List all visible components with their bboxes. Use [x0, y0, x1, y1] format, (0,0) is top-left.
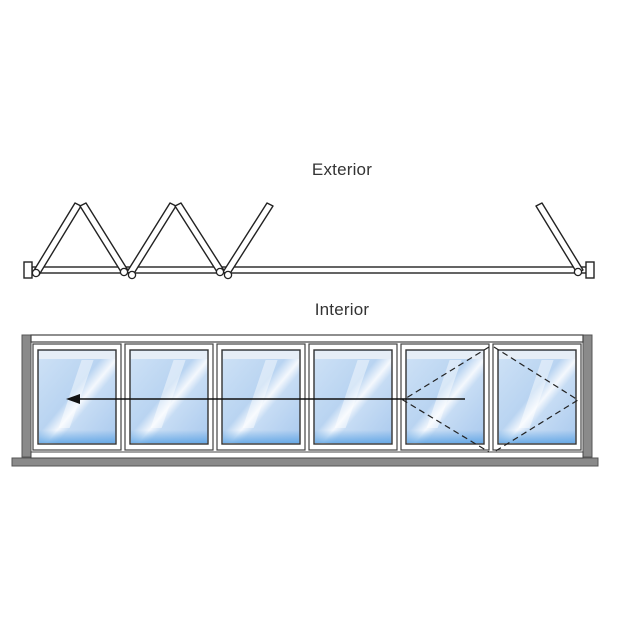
exterior-label: Exterior [311, 160, 373, 179]
exterior-plan [23, 202, 595, 280]
hinge [31, 268, 41, 278]
interior-elevation [11, 334, 599, 467]
glass-pane [497, 349, 577, 445]
sill [11, 457, 599, 467]
glass-bottom-band [499, 430, 575, 443]
glass-top-strip [223, 351, 299, 359]
glass-glare [58, 360, 94, 428]
glass-pane [129, 349, 209, 445]
panels-group [32, 343, 582, 451]
right-jamb [585, 261, 595, 279]
hinge [215, 267, 225, 277]
folded-panel-2 [79, 202, 130, 276]
door-panel-6 [492, 343, 582, 451]
glass-top-strip [407, 351, 483, 359]
track-rail [31, 266, 589, 274]
folded-panel-3 [126, 202, 177, 276]
glass-bottom-band [315, 430, 391, 443]
folded-panel-4 [174, 202, 226, 276]
swing-indicator-6 [493, 346, 580, 453]
glass-top-strip [315, 351, 391, 359]
glass-glare [518, 360, 554, 428]
hinge [119, 267, 129, 277]
glass-glare [426, 360, 462, 428]
interior-label: Interior [314, 300, 370, 319]
swing-indicator-5 [401, 346, 490, 453]
glass-pane [405, 349, 485, 445]
door-panel-3 [216, 343, 306, 451]
glass-top-strip [131, 351, 207, 359]
folded-panel-5 [222, 202, 274, 276]
left-jamb [23, 261, 33, 279]
glass-glare [334, 360, 370, 428]
glass-top-strip [39, 351, 115, 359]
glass-glare [150, 360, 186, 428]
glass-pane [221, 349, 301, 445]
slide-direction-arrow [66, 394, 465, 404]
folded-panel-6 [535, 202, 584, 274]
right-post [582, 334, 593, 458]
folded-panel-1 [32, 202, 82, 276]
glass-glare [242, 360, 278, 428]
door-panel-1 [32, 343, 122, 451]
bottom-track [30, 451, 584, 459]
door-panel-4 [308, 343, 398, 451]
glass-bottom-band [39, 430, 115, 443]
hinge [223, 270, 233, 280]
glass-bottom-band [223, 430, 299, 443]
glass-pane [313, 349, 393, 445]
door-panel-5 [400, 343, 490, 451]
glass-bottom-band [407, 430, 483, 443]
hinge [127, 270, 137, 280]
glass-bottom-band [131, 430, 207, 443]
hinge [573, 267, 583, 277]
glass-top-strip [499, 351, 575, 359]
door-panel-2 [124, 343, 214, 451]
left-post [21, 334, 32, 458]
head-frame [30, 334, 584, 343]
